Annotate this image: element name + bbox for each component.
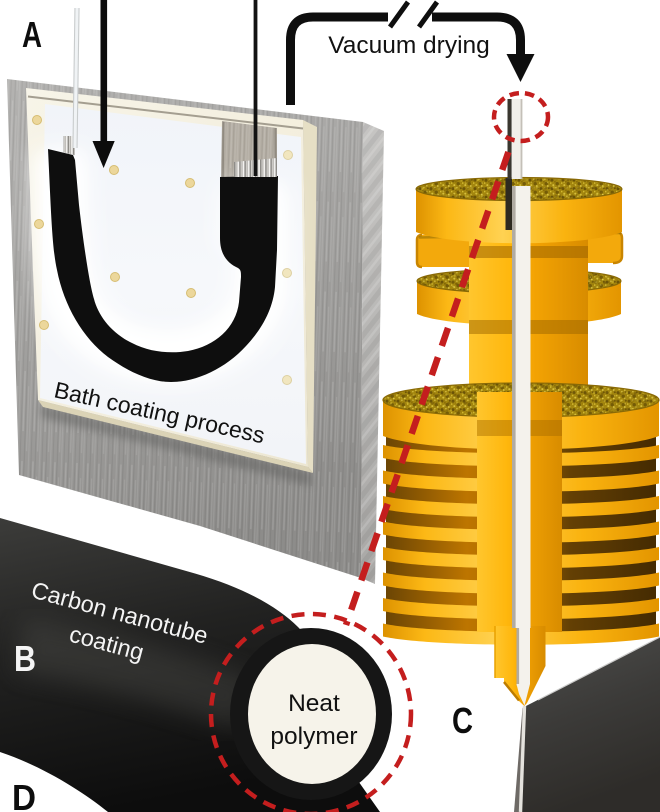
svg-text:Neat: Neat [288, 690, 340, 717]
svg-text:polymer: polymer [270, 723, 357, 750]
svg-text:B: B [14, 638, 36, 679]
svg-text:D: D [12, 777, 36, 812]
svg-text:A: A [22, 14, 42, 55]
svg-text:C: C [452, 700, 473, 741]
svg-text:Vacuum drying: Vacuum drying [328, 32, 490, 59]
